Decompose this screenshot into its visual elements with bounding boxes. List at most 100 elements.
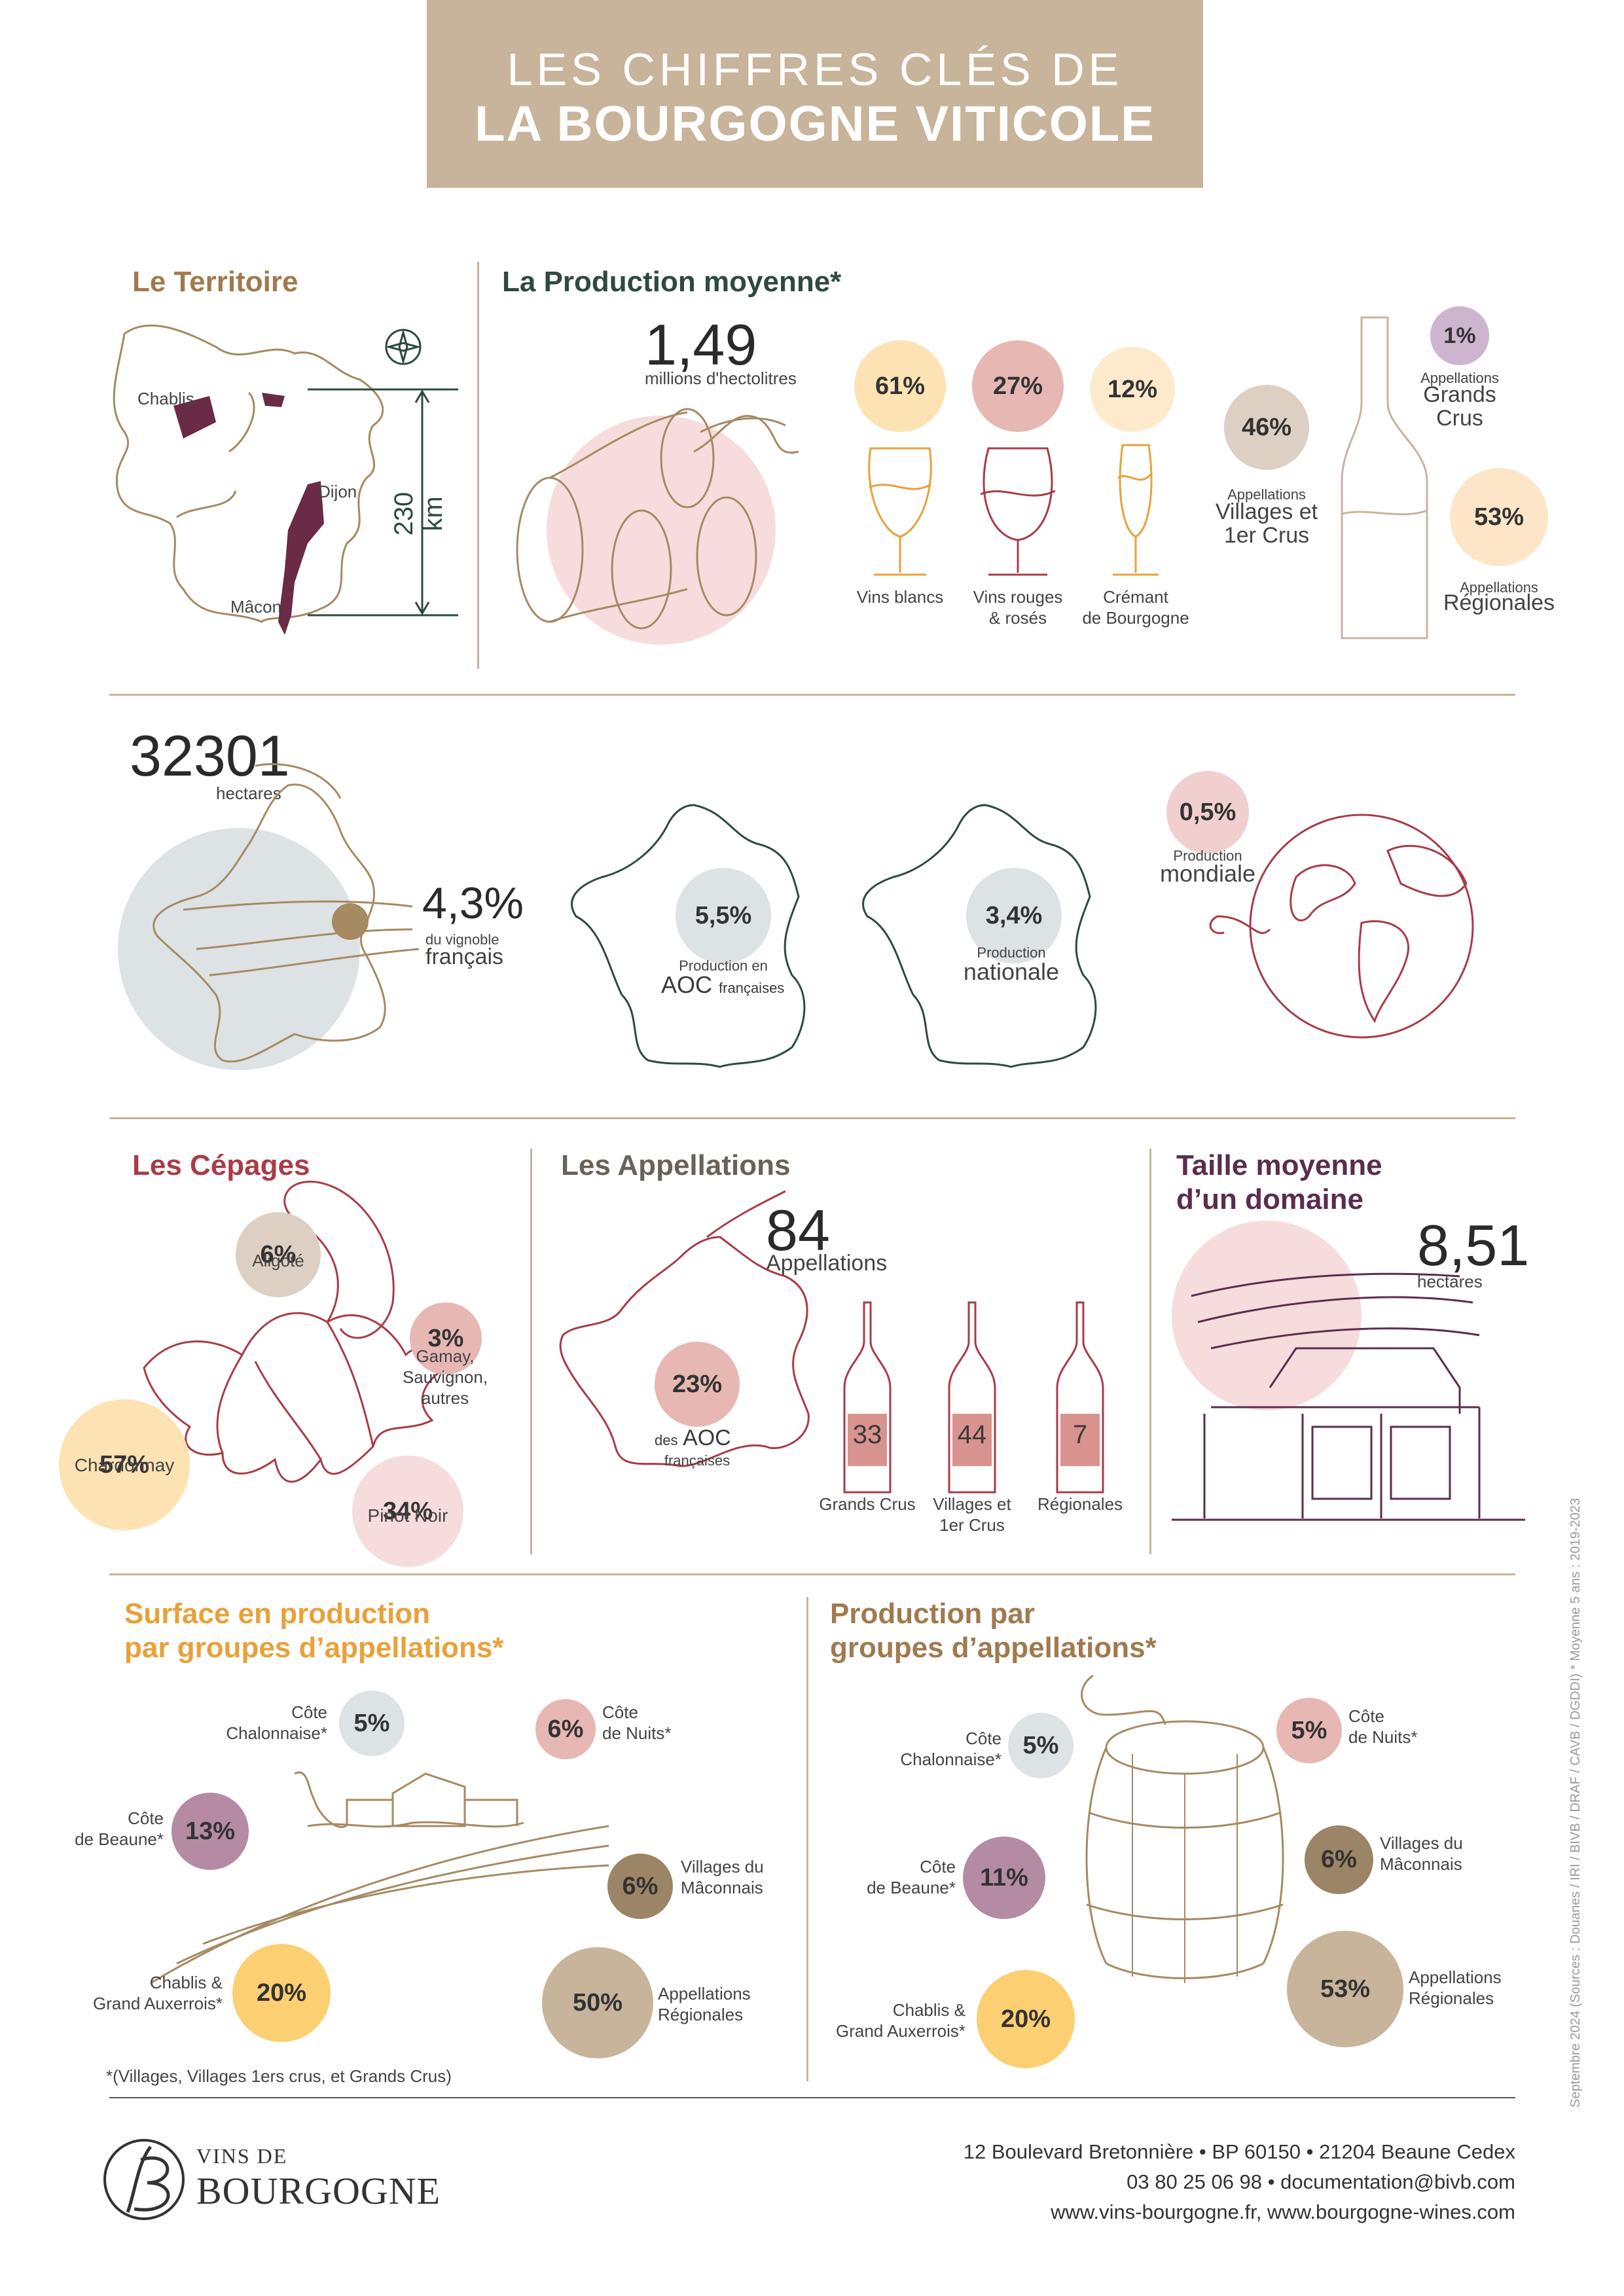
regionales-pct: 53% (1450, 468, 1548, 566)
logo-big-text: BOURGOGNE (196, 2170, 441, 2212)
regionales-small: Appellations (1460, 579, 1538, 596)
production-pct-regionales: 53% (1287, 1931, 1403, 2047)
surface-label-regionales: Appellations Régionales (658, 1984, 751, 2024)
divider-vertical-2 (530, 1149, 532, 1554)
barrels-illustration (516, 408, 799, 645)
surface-pct-chalonnaise: 5% (339, 1691, 405, 1756)
domaine-value: 8,51 (1417, 1213, 1530, 1278)
bottle-label-villages: Villages et 1er Crus (933, 1494, 1011, 1535)
grands-crus-small: Appellations (1420, 370, 1499, 386)
surface-pct-label: français (425, 944, 504, 969)
cepage-label-pinot-noir: Pinot Noir (367, 1505, 448, 1526)
surface-pct-beaune: 13% (171, 1793, 249, 1870)
production-pct-chablis: 20% (977, 1970, 1075, 2068)
france-map-appellations (559, 1190, 810, 1467)
appellations-aoc-suffix: françaises (664, 1452, 731, 1469)
appellations-title: Les Appellations (561, 1149, 791, 1181)
monde-pct: 0,5% (1166, 771, 1249, 853)
production-pct-chalonnaise: 5% (1008, 1713, 1074, 1778)
divider-horizontal-3 (109, 1573, 1515, 1575)
cepage-pct-gamay: 3% (410, 1302, 482, 1374)
surface-pct: 4,3% (422, 878, 524, 928)
appellations-count-label: Appellations (766, 1251, 888, 1276)
villages-label: Villages et 1er Crus (1215, 499, 1318, 548)
footer-web[interactable]: www.vins-bourgogne.fr, www.bourgogne-win… (1051, 2200, 1515, 2223)
grands-crus-label: Grands Crus (1423, 382, 1496, 431)
production-pct-beaune: 11% (963, 1837, 1045, 1919)
vins-de-bourgogne-logo-icon (103, 2139, 185, 2220)
domaine-unit: hectares (1417, 1272, 1483, 1291)
nationale-pct: 3,4% (966, 868, 1062, 963)
sources-note: Septembre 2024 (Sources : Douanes / IRI … (1568, 1498, 1583, 2108)
production-label-regionales: Appellations Régionales (1409, 1967, 1502, 2008)
france-map-aoc (571, 804, 806, 1068)
surface-pct-small: du vignoble (425, 931, 499, 948)
footer-contact[interactable]: 03 80 25 06 98 • documentation@bivb.com (1127, 2170, 1515, 2193)
surface-label-maconnais: Villages du Mâconnais (681, 1857, 764, 1897)
production-volume-unit: millions d'hectolitres (645, 368, 797, 388)
cepages-title: Les Cépages (132, 1149, 310, 1181)
compass-icon (385, 329, 422, 365)
divider-vertical-1 (477, 262, 479, 669)
glass-pct-cremant: 12% (1090, 347, 1175, 432)
cepage-label-chardonnay: Chardonnay (74, 1455, 175, 1475)
territoire-title: Le Territoire (132, 266, 298, 298)
distance-label: 230 km (389, 492, 448, 536)
surface-groupes-title: Surface en production par groupes d’appe… (124, 1598, 504, 1664)
surface-label-nuits: Côte de Nuits* (602, 1702, 672, 1743)
monde-label: mondiale (1159, 860, 1256, 887)
villages-pct: 46% (1224, 385, 1309, 470)
production-label-maconnais: Villages du Mâconnais (1380, 1833, 1463, 1874)
city-dijon: Dijon (318, 482, 357, 501)
production-label-beaune: Côte de Beaune* (867, 1857, 956, 1897)
surface-label-chablis: Chablis & Grand Auxerrois* (93, 1973, 223, 2013)
france-map-nationale (862, 804, 1097, 1068)
divider-horizontal-2 (109, 1117, 1515, 1119)
surface-value: 32301 (130, 723, 290, 788)
nationale-small: Production (977, 944, 1046, 961)
surface-pct-regionales: 50% (542, 1947, 653, 2058)
glass-pct-rouges: 27% (972, 340, 1064, 432)
bottle-value-villages: 44 (957, 1420, 987, 1449)
villages-small: Appellations (1227, 486, 1306, 503)
production-pct-nuits: 5% (1276, 1698, 1342, 1763)
burgundy-map-illustration (113, 324, 384, 635)
bottle-value-grands-crus: 33 (852, 1420, 882, 1449)
cepage-pct-pinot-noir: 34% (352, 1456, 463, 1567)
vineyard-house-illustration (150, 1771, 609, 1984)
aoc-label-suffix: françaises (719, 980, 785, 996)
bottle-illustration (1341, 316, 1428, 639)
surface-unit: hectares (216, 783, 281, 803)
bottle-label-regionales: Régionales (1037, 1494, 1123, 1514)
production-pct-maconnais: 6% (1305, 1825, 1373, 1894)
glass-label-cremant: Crémant de Bourgogne (1082, 587, 1189, 628)
cepage-pct-aligote: 6% (236, 1212, 321, 1297)
vine-leaf-illustration (143, 1180, 446, 1483)
production-title: La Production moyenne* (502, 266, 842, 298)
glass-label-rouges: Vins rouges & rosés (973, 587, 1063, 628)
monde-small: Production (1173, 848, 1242, 864)
aoc-label-big: AOC (661, 971, 713, 998)
appellations-count: 84 (766, 1198, 830, 1263)
grands-crus-pct: 1% (1430, 306, 1489, 365)
city-macon: Mâcon (230, 597, 282, 617)
production-label-chablis: Chablis & Grand Auxerrois* (836, 2000, 965, 2041)
aoc-pct: 5,5% (676, 868, 771, 963)
production-volume: 1,49 (645, 312, 757, 377)
cepage-label-gamay: Gamay, Sauvignon, autres (402, 1346, 488, 1408)
appellation-bottles-illustration (843, 1301, 1104, 1494)
appellations-aoc-pct: 23% (655, 1342, 740, 1427)
glass-label-blancs: Vins blancs (856, 587, 944, 607)
surface-pct-chablis: 20% (232, 1944, 331, 2042)
nationale-label: nationale (963, 958, 1060, 985)
appellations-aoc-label: des AOC (655, 1426, 731, 1451)
surface-pct-maconnais: 6% (607, 1854, 673, 1919)
aoc-small: Production en (679, 958, 768, 974)
surface-label-chalonnaise: Côte Chalonnaise* (226, 1702, 327, 1743)
cepage-pct-chardonnay: 57% (59, 1399, 190, 1530)
bottle-label-grands-crus: Grands Crus (819, 1494, 916, 1514)
aoc-label: AOC françaises (661, 971, 784, 999)
surface-pct-nuits: 6% (535, 1699, 596, 1759)
production-label-nuits: Côte de Nuits* (1348, 1706, 1418, 1747)
france-vineyard-illustration (118, 762, 420, 1070)
